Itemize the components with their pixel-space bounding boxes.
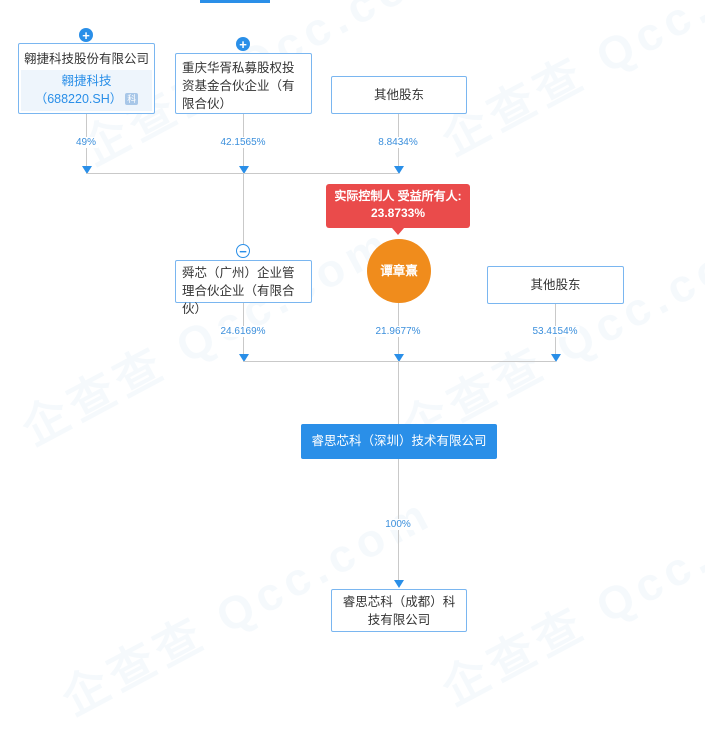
arrow-down-icon bbox=[81, 166, 92, 174]
tag-pointer bbox=[392, 228, 404, 235]
controller-label: 实际控制人 bbox=[334, 189, 395, 203]
shareholder-name: 其他股东 bbox=[530, 278, 581, 292]
connector-line bbox=[243, 174, 244, 244]
percent-label: 21.9677% bbox=[373, 326, 423, 337]
connector-line bbox=[243, 361, 556, 362]
collapse-minus-icon[interactable]: − bbox=[236, 244, 250, 258]
subsidiary-name: 睿思芯科（成都）科技有限公司 bbox=[342, 595, 456, 627]
watermark: 企查查 Qcc.com bbox=[13, 216, 401, 456]
percent-label: 49% bbox=[73, 137, 99, 148]
stock-ticker: （688220.SH） bbox=[34, 92, 123, 106]
percent-label: 42.1565% bbox=[218, 137, 268, 148]
subsidiary-chengdu[interactable]: 睿思芯科（成都）科技有限公司 bbox=[331, 589, 467, 632]
main-company-node[interactable]: 睿思芯科（深圳）技术有限公司 bbox=[301, 424, 497, 459]
beneficial-owner-label: 受益所有人: 23.8733% bbox=[370, 189, 462, 220]
star-market-badge: 科 bbox=[125, 93, 139, 105]
main-company-name: 睿思芯科（深圳）技术有限公司 bbox=[311, 434, 487, 448]
arrow-down-icon bbox=[393, 166, 404, 174]
shareholder-other-1[interactable]: 其他股东 bbox=[331, 76, 467, 114]
arrow-down-icon bbox=[393, 580, 404, 588]
shareholder-name: 重庆华胥私募股权投资基金合伙企业（有限合伙） bbox=[182, 61, 295, 111]
watermark: 企查查 Qcc.com bbox=[433, 0, 705, 166]
arrow-down-icon bbox=[238, 354, 249, 362]
shareholder-name: 舜芯（广州）企业管理合伙企业（有限合伙） bbox=[182, 266, 295, 316]
arrow-down-icon bbox=[550, 354, 561, 362]
shareholder-shunxin[interactable]: 舜芯（广州）企业管理合伙企业（有限合伙） bbox=[175, 260, 312, 316]
watermark: 企查查 Qcc.com bbox=[433, 476, 705, 716]
person-name: 谭章熹 bbox=[380, 264, 418, 278]
shareholder-name: 其他股东 bbox=[373, 88, 424, 102]
shareholder-name: 翱捷科技股份有限公司 bbox=[23, 52, 149, 66]
connector-line bbox=[86, 173, 399, 174]
arrow-down-icon bbox=[393, 354, 404, 362]
shareholder-aojie[interactable]: 翱捷科技股份有限公司 翱捷科技 （688220.SH）科 bbox=[18, 43, 155, 114]
connector-line bbox=[398, 362, 399, 424]
person-avatar[interactable]: 谭章熹 bbox=[367, 239, 431, 303]
shareholder-chongqing[interactable]: 重庆华胥私募股权投资基金合伙企业（有限合伙） bbox=[175, 53, 312, 114]
expand-plus-icon[interactable]: + bbox=[79, 28, 93, 42]
shareholder-other-2[interactable]: 其他股东 bbox=[487, 266, 624, 304]
arrow-down-icon bbox=[238, 166, 249, 174]
percent-label: 53.4154% bbox=[530, 326, 580, 337]
top-tab-indicator bbox=[200, 0, 270, 3]
listed-company-link[interactable]: 翱捷科技 bbox=[61, 74, 112, 88]
percent-label: 100% bbox=[383, 519, 413, 530]
actual-controller-tag: 实际控制人 受益所有人: 23.8733% bbox=[326, 184, 470, 228]
percent-label: 24.6169% bbox=[218, 326, 268, 337]
percent-label: 8.8434% bbox=[376, 137, 420, 148]
expand-plus-icon[interactable]: + bbox=[236, 37, 250, 51]
